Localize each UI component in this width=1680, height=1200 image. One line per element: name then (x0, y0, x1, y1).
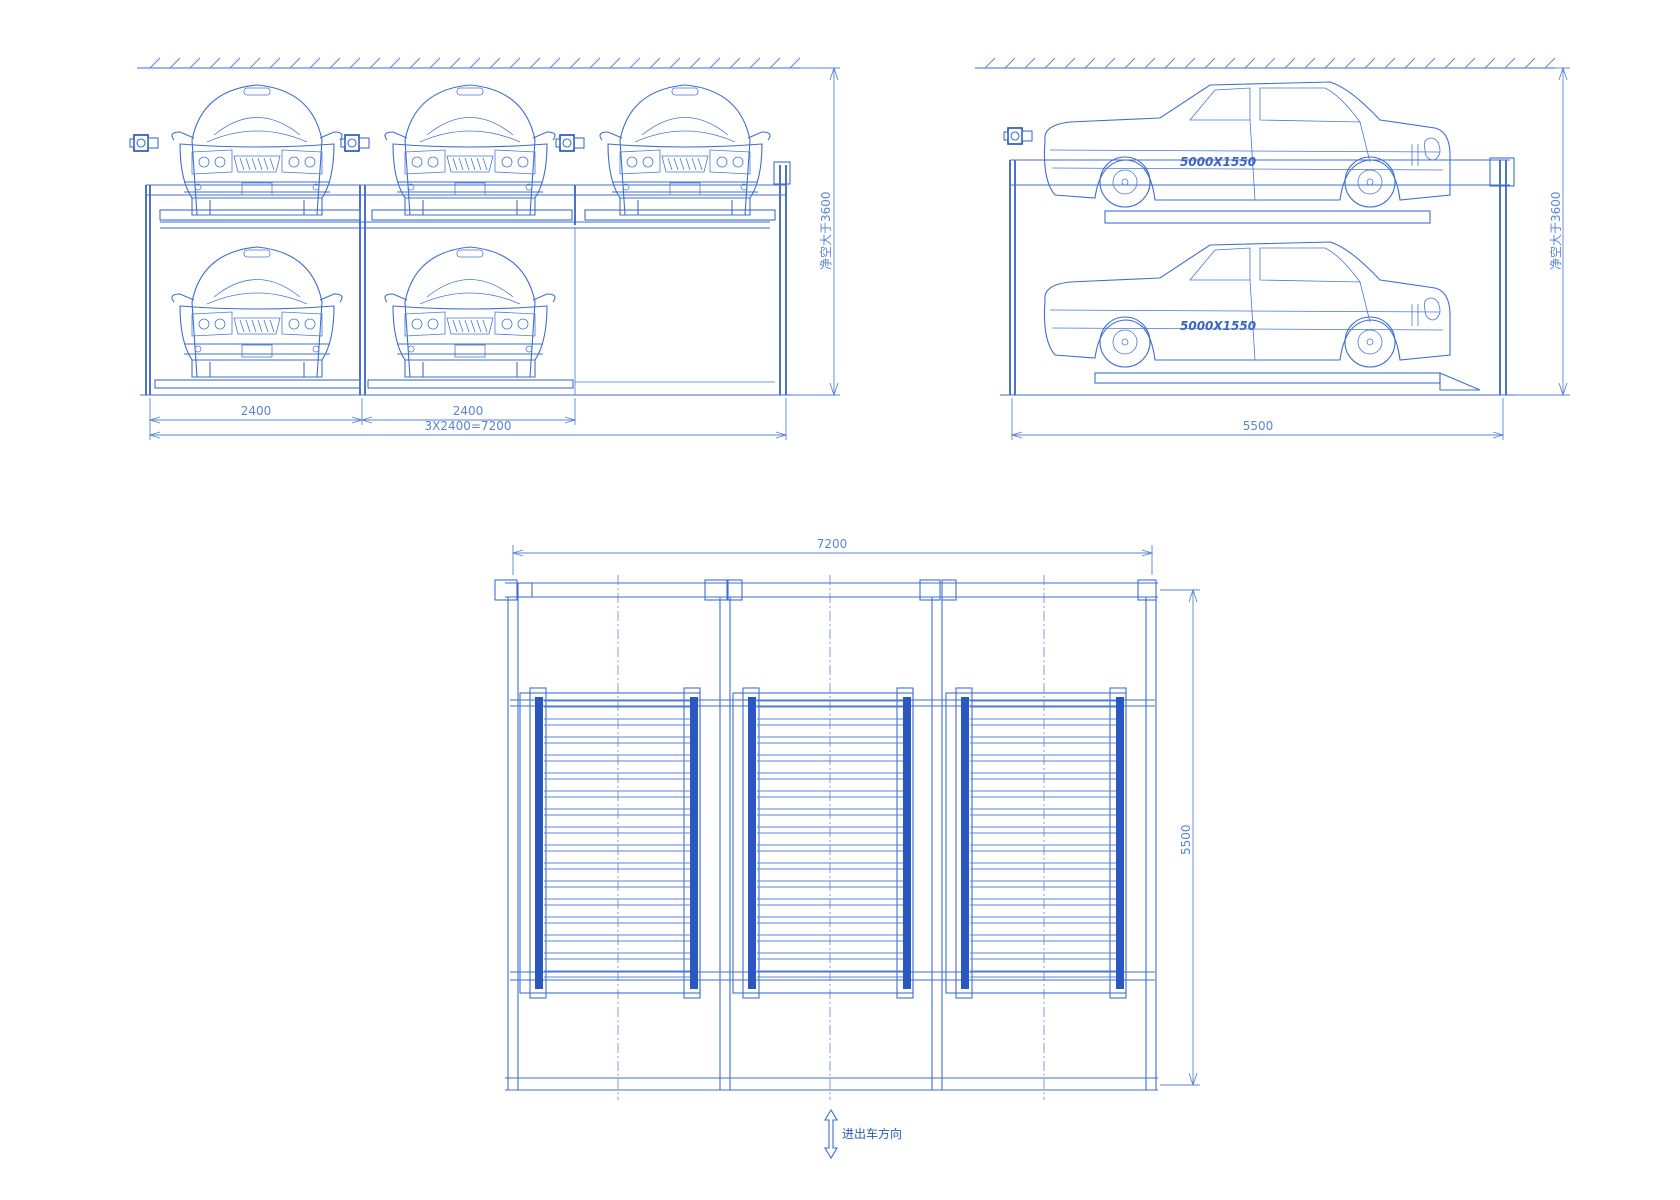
front-ceiling-hatch (149, 57, 801, 69)
motor-icon (555, 134, 585, 152)
pallet-bay-2 (732, 687, 914, 999)
side-height-dimension (1515, 66, 1570, 397)
side-ramp (1439, 372, 1481, 391)
plan-posts (505, 597, 1158, 1091)
upper-platforms (159, 209, 776, 221)
plan-dim-depth: 5500 (1179, 824, 1193, 855)
front-dim-bay-2: 2400 (453, 404, 484, 418)
side-motor-icon (1003, 127, 1033, 145)
lower-platforms (154, 379, 775, 389)
plan-cross-beams (510, 699, 1155, 981)
side-dim-length: 5500 (1243, 419, 1274, 433)
lower-car-1 (171, 246, 343, 378)
pallet-bay-1 (519, 687, 701, 999)
front-view: 净空大于3600 2400 2400 3X2400=7200 (129, 57, 840, 440)
side-frame (1000, 157, 1515, 396)
front-height-dimension (792, 66, 840, 397)
front-dim-total: 3X2400=7200 (425, 419, 512, 433)
side-upper-car (1043, 81, 1451, 208)
side-upper-platform (1104, 210, 1431, 224)
lower-car-2 (384, 246, 556, 378)
side-height-label: 净空大于3600 (1549, 191, 1563, 270)
plan-dim-width: 7200 (817, 537, 848, 551)
motor-icon (129, 134, 159, 152)
side-lower-platform (1094, 372, 1441, 384)
front-dim-bay-1: 2400 (241, 404, 272, 418)
plan-depth-dimension (1160, 588, 1200, 1087)
front-height-label: 净空大于3600 (819, 191, 833, 270)
plan-width-dimension (511, 545, 1154, 575)
plan-view: 7200 (494, 537, 1200, 1160)
side-view: 5000X1550 5000X1550 净空大于3600 5500 (975, 57, 1570, 440)
side-ceiling-hatch (984, 57, 1556, 69)
side-length-dimension (1010, 398, 1505, 440)
plan-center-lines (617, 575, 1045, 1100)
plan-top-beam (494, 579, 1158, 601)
direction-label: 进出车方向 (842, 1126, 902, 1141)
direction-arrow-icon (824, 1108, 838, 1160)
side-lower-car-label: 5000X1550 (1180, 319, 1256, 333)
front-width-dimensions (148, 398, 788, 440)
side-upper-car-label: 5000X1550 (1180, 155, 1256, 169)
pallet-bay-3 (945, 687, 1127, 999)
motor-icon (340, 134, 370, 152)
side-lower-car (1043, 241, 1451, 368)
